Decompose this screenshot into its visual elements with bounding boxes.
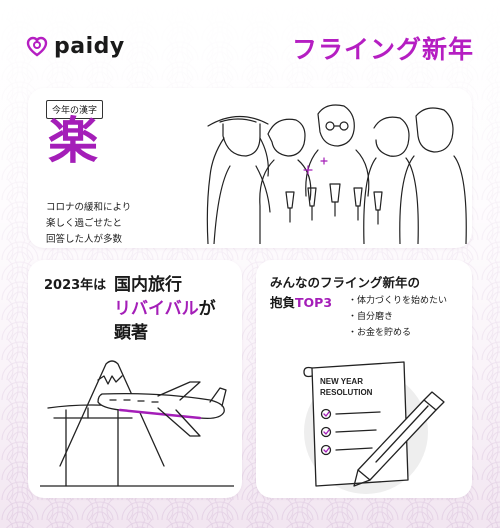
travel-headline-1: 国内旅行 [114,275,182,295]
goals-title-line2: 抱負TOP3 [270,292,332,311]
paidy-logo-icon [26,36,48,56]
travel-highlight: リバイバル [114,299,199,319]
goals-title-prefix: 抱負 [270,295,296,310]
paidy-logo: paidy [26,34,125,59]
kanji-of-year: 楽 [48,112,98,170]
brand-name: paidy [54,34,125,59]
kanji-desc-line: コロナの緩和により [46,202,132,213]
paper-text-2: RESOLUTION [320,388,373,397]
travel-headline-3: 顕著 [114,323,148,343]
header: paidy フライング新年 [0,0,500,90]
mountain-torii-airplane-illustration [40,360,234,487]
kanji-card: 今年の漢字 楽 コロナの緩和により 楽しく過ごせたと 回答した人が多数 [28,88,472,248]
travel-headline-2: リバイバルが [114,294,216,319]
goal-item: ・お金を貯める [348,328,412,338]
people-toasting-illustration [206,104,467,244]
travel-card: 2023年は 国内旅行 リバイバルが 顕著 [28,260,242,498]
kanji-desc-line: 回答した人が多数 [46,234,123,245]
page-title: フライング新年 [291,35,474,64]
goals-title-highlight: TOP3 [295,295,333,310]
travel-year-prefix: 2023年は [44,278,107,293]
goals-title-line1: みんなのフライング新年の [270,275,421,290]
travel-suffix: が [198,299,216,319]
kanji-badge: 今年の漢字 [46,100,104,119]
resolution-card: みんなのフライング新年の 抱負TOP3 ・体力づくりを始めたい ・自分磨き ・お… [256,260,472,498]
goal-item: ・自分磨き [348,312,394,322]
goal-item: ・体力づくりを始めたい [348,296,448,306]
resolution-checklist-illustration: NEW YEAR RESOLUTION [303,361,445,494]
paper-text-1: NEW YEAR [320,377,363,386]
kanji-desc-line: 楽しく過ごせたと [46,218,123,229]
kanji-description: コロナの緩和により 楽しく過ごせたと 回答した人が多数 [46,200,176,248]
goals-list: ・体力づくりを始めたい ・自分磨き ・お金を貯める [348,293,447,341]
